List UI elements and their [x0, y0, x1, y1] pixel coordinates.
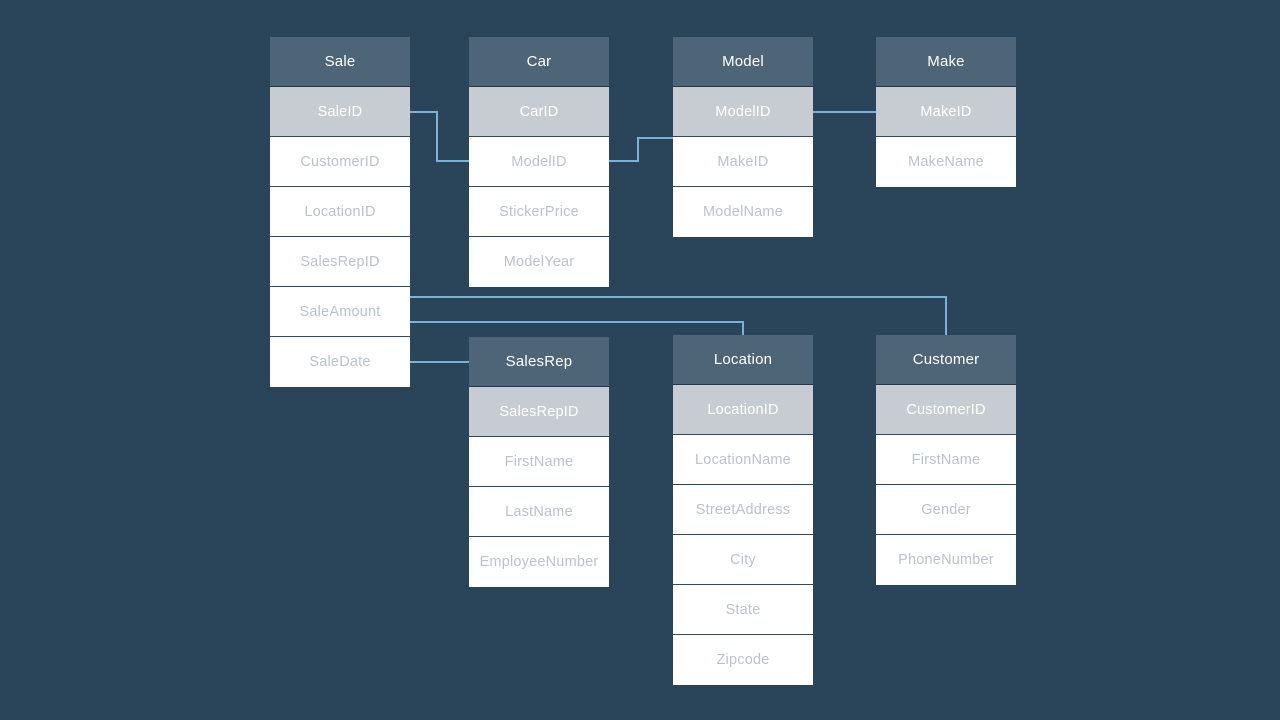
primary-key-row-car-0[interactable]: CarID [469, 87, 609, 137]
entity-header-customer: Customer [876, 335, 1016, 385]
field-row-salesrep-1[interactable]: FirstName [469, 437, 609, 487]
entity-header-sale: Sale [270, 37, 410, 87]
field-row-sale-5[interactable]: SaleDate [270, 337, 410, 387]
relationship-car-model [609, 137, 673, 162]
field-row-car-3[interactable]: ModelYear [469, 237, 609, 287]
primary-key-row-make-0[interactable]: MakeID [876, 87, 1016, 137]
primary-key-row-sale-0[interactable]: SaleID [270, 87, 410, 137]
field-row-sale-3[interactable]: SalesRepID [270, 237, 410, 287]
field-row-location-3[interactable]: City [673, 535, 813, 585]
field-row-customer-3[interactable]: PhoneNumber [876, 535, 1016, 585]
field-row-location-5[interactable]: Zipcode [673, 635, 813, 685]
entity-header-make: Make [876, 37, 1016, 87]
field-row-location-4[interactable]: State [673, 585, 813, 635]
field-row-sale-2[interactable]: LocationID [270, 187, 410, 237]
field-row-sale-4[interactable]: SaleAmount [270, 287, 410, 337]
primary-key-row-location-0[interactable]: LocationID [673, 385, 813, 435]
field-row-car-2[interactable]: StickerPrice [469, 187, 609, 237]
field-row-salesrep-3[interactable]: EmployeeNumber [469, 537, 609, 587]
field-row-customer-2[interactable]: Gender [876, 485, 1016, 535]
field-row-location-2[interactable]: StreetAddress [673, 485, 813, 535]
field-row-model-1[interactable]: MakeID [673, 137, 813, 187]
field-row-model-2[interactable]: ModelName [673, 187, 813, 237]
primary-key-row-customer-0[interactable]: CustomerID [876, 385, 1016, 435]
field-row-make-1[interactable]: MakeName [876, 137, 1016, 187]
entity-header-salesrep: SalesRep [469, 337, 609, 387]
field-row-location-1[interactable]: LocationName [673, 435, 813, 485]
field-row-customer-1[interactable]: FirstName [876, 435, 1016, 485]
field-row-car-1[interactable]: ModelID [469, 137, 609, 187]
relationship-sale-car [410, 111, 469, 162]
entity-header-location: Location [673, 335, 813, 385]
field-row-sale-1[interactable]: CustomerID [270, 137, 410, 187]
entity-header-model: Model [673, 37, 813, 87]
field-row-salesrep-2[interactable]: LastName [469, 487, 609, 537]
primary-key-row-salesrep-0[interactable]: SalesRepID [469, 387, 609, 437]
entity-header-car: Car [469, 37, 609, 87]
primary-key-row-model-0[interactable]: ModelID [673, 87, 813, 137]
relationship-sale-customer [410, 296, 947, 337]
